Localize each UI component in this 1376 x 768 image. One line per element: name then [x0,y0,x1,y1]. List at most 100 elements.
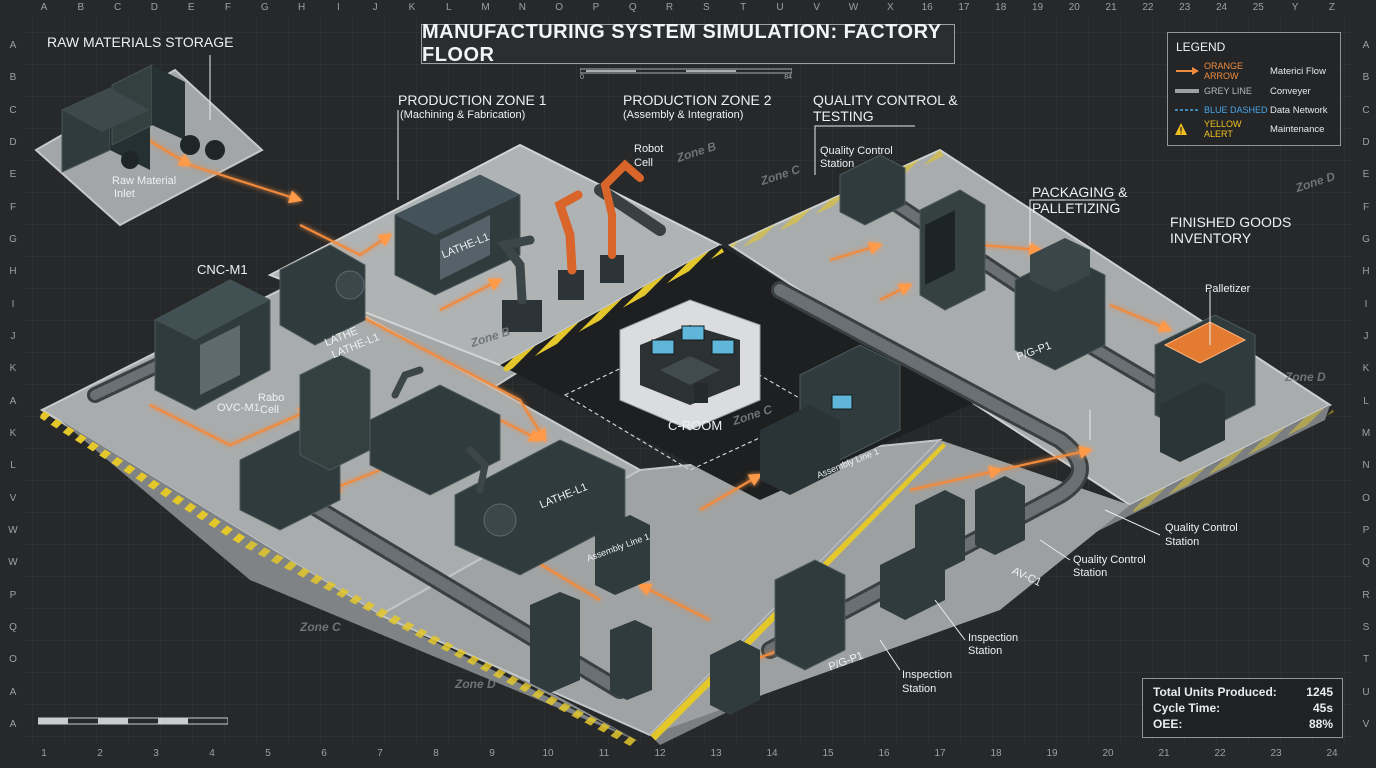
page-title: MANUFACTURING SYSTEM SIMULATION: FACTORY… [421,24,955,64]
quality-control-title: QUALITY CONTROL & [813,92,958,108]
grid-ruler-label: D [140,2,168,18]
grid-ruler-label: M [1358,428,1374,439]
grid-ruler-label: 9 [478,748,506,764]
grid-ruler-label: B [1358,72,1374,83]
grid-ruler-label: L [435,2,463,18]
grid-ruler-label: 15 [814,748,842,764]
grid-ruler-label: 24 [1208,2,1236,18]
warning-triangle-icon [1174,122,1200,136]
qc-station-top-label-2: Station [820,158,854,171]
grid-ruler-label: K [398,2,426,18]
oee-value: 88% [1309,717,1333,731]
inspection-station-label: Inspection [968,632,1018,645]
grid-ruler-label: A [5,687,21,698]
grid-ruler-label: 13 [702,748,730,764]
grid-ruler-label: I [5,299,21,310]
grid-ruler-label: 10 [534,748,562,764]
mini-scale-bar: 0 84 [580,68,792,80]
grid-ruler-label: H [288,2,316,18]
raw-material-inlet-label-2: Inlet [114,188,135,201]
oee-label: OEE: [1153,717,1182,731]
grid-ruler-label: I [324,2,352,18]
production-zone-2-title: PRODUCTION ZONE 2 [623,92,772,108]
grid-ruler-label: A [5,396,21,407]
production-zone-1-title: PRODUCTION ZONE 1 [398,92,547,108]
grid-ruler-label: 12 [646,748,674,764]
grid-ruler-label: A [5,40,21,51]
grid-ruler-label: O [1358,493,1374,504]
legend-item: ORANGE ARROW Materici Flow [1174,63,1334,79]
grid-ruler-left: ABCDEFGHIJKAKLVWWPQOAA [5,40,21,730]
grid-ruler-label: S [1358,622,1374,633]
grid-ruler-label: C [104,2,132,18]
legend-desc: Conveyer [1270,86,1311,97]
grid-ruler-label: V [803,2,831,18]
legend-title: LEGEND [1176,40,1225,54]
grid-ruler-label: L [1358,396,1374,407]
grid-ruler-label: X [876,2,904,18]
grid-ruler-label: S [692,2,720,18]
grid-ruler-label: 17 [950,2,978,18]
legend-key: GREY LINE [1204,86,1270,96]
legend-panel: LEGEND ORANGE ARROW Materici Flow GREY L… [1167,32,1341,146]
grid-ruler-top: ABCDEFGHIJKLMNOPQRSTUVWX1617181920212223… [30,2,1346,18]
mini-scale-start: 0 [580,74,584,81]
legend-key: YELLOW ALERT [1204,119,1270,139]
inspection-station-label-2: Station [968,645,1002,658]
grid-ruler-label: 22 [1206,748,1234,764]
grid-ruler-label: I [1358,299,1374,310]
grey-line-icon [1174,86,1200,96]
grid-ruler-label: K [5,428,21,439]
grid-ruler-label: J [1358,331,1374,342]
grid-ruler-label: V [1358,719,1374,730]
grid-ruler-label: C [5,105,21,116]
grid-ruler-label: D [5,137,21,148]
packaging-title-2: PALLETIZING [1032,200,1120,216]
grid-ruler-label: Q [1358,557,1374,568]
grid-ruler-label: 25 [1244,2,1272,18]
grid-ruler-label: J [361,2,389,18]
grid-ruler-label: H [5,266,21,277]
grid-ruler-label: 16 [913,2,941,18]
grid-ruler-label: N [1358,460,1374,471]
grid-ruler-label: 21 [1097,2,1125,18]
grid-ruler-label: E [1358,169,1374,180]
grid-ruler-label: W [5,557,21,568]
grid-ruler-label: D [1358,137,1374,148]
grid-ruler-label: 20 [1060,2,1088,18]
grid-ruler-label: E [177,2,205,18]
grid-ruler-label: Q [619,2,647,18]
qc-station-right-label-2: Station [1165,536,1199,549]
grid-ruler-label: 19 [1038,748,1066,764]
grid-ruler-label: R [656,2,684,18]
grid-ruler-label: F [1358,202,1374,213]
palletizer-label: Palletizer [1205,283,1250,296]
grid-ruler-label: N [508,2,536,18]
grid-ruler-label: G [251,2,279,18]
inspection-station-b-label: Inspection [902,669,952,682]
qc-station-right-label: Quality Control [1165,522,1238,535]
units-produced-value: 1245 [1306,685,1333,699]
grid-ruler-bottom: 123456789101112131415161718192021222324 [30,748,1346,764]
grid-ruler-label: Y [1281,2,1309,18]
grid-ruler-label: K [5,363,21,374]
grid-ruler-label: O [545,2,573,18]
cycle-time-label: Cycle Time: [1153,701,1220,715]
grid-ruler-label: E [5,169,21,180]
grid-ruler-label: 18 [982,748,1010,764]
legend-item: GREY LINE Conveyer [1174,83,1334,99]
grid-ruler-label: 14 [758,748,786,764]
raw-materials-storage-label: RAW MATERIALS STORAGE [47,34,233,50]
legend-key: BLUE DASHED [1204,105,1270,115]
grid-ruler-label: P [1358,525,1374,536]
raw-material-inlet-label: Raw Material [112,175,176,188]
grid-ruler-label: 19 [1024,2,1052,18]
grid-ruler-label: W [840,2,868,18]
grid-ruler-label: V [5,493,21,504]
production-zone-1-subtitle: (Machining & Fabrication) [400,109,525,122]
grid-ruler-label: 23 [1171,2,1199,18]
qc-station-low-label-2: Station [1073,567,1107,580]
scale-bar [38,716,228,726]
legend-item: BLUE DASHED Data Network [1174,102,1334,118]
zone-d-bottom: Zone D [455,677,496,691]
